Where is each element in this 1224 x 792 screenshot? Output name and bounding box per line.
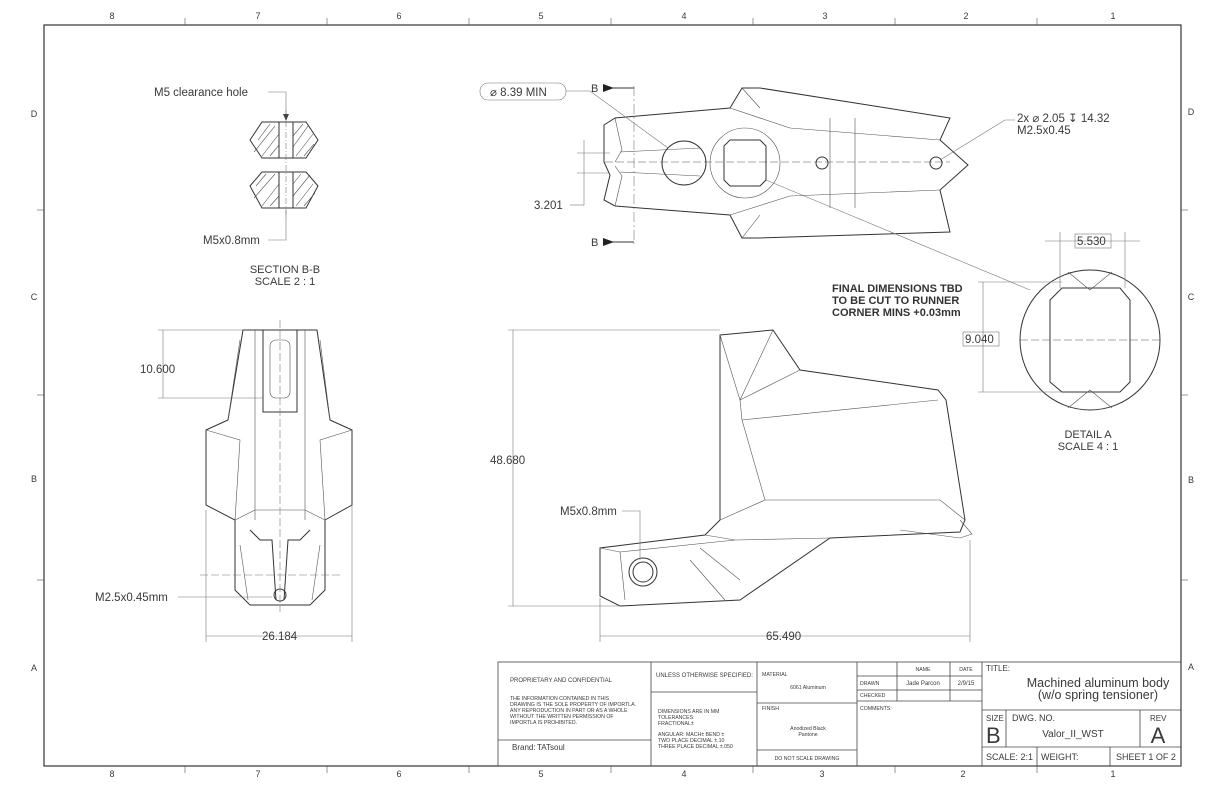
zone-col-7-top: 7 — [255, 11, 260, 21]
hole-callout-line2: M2.5x0.45 — [1017, 125, 1071, 137]
dwg-no-label: DWG. NO. — [1012, 713, 1055, 723]
zone-col-5-top: 5 — [538, 11, 543, 21]
zone-col-3-top: 3 — [822, 11, 827, 21]
drawn-date: 2/9/15 — [958, 681, 975, 687]
zone-row-a-left: A — [31, 663, 37, 673]
detail-view-a: 5.530 9.040 DETAIL A SCALE 4 : 1 — [962, 232, 1161, 453]
finish-value-1: Anodized Black — [790, 726, 826, 732]
note-line3: CORNER MINS +0.03mm — [832, 307, 961, 319]
brand-label: Brand: — [512, 743, 536, 752]
zone-col-3-bottom: 3 — [819, 769, 824, 779]
rev-value: A — [1151, 723, 1166, 748]
finish-value-2: Pantone — [798, 732, 817, 738]
note-line2: TO BE CUT TO RUNNER — [832, 295, 959, 307]
detail-scale: SCALE 4 : 1 — [1058, 441, 1119, 453]
scale-text: SCALE: 2:1 — [986, 752, 1033, 762]
section-title: SECTION B-B — [250, 264, 320, 276]
sheet-text: SHEET 1 OF 2 — [1116, 752, 1176, 762]
side-view: 48.680 M5x0.8mm 65.490 — [490, 329, 973, 643]
zone-row-d-left: D — [31, 109, 38, 119]
zone-col-1-top: 1 — [1110, 11, 1115, 21]
weight-text: WEIGHT: — [1041, 752, 1079, 762]
zone-col-2-top: 2 — [963, 11, 968, 21]
section-mark-top: B — [591, 83, 598, 95]
zone-col-2-bottom: 2 — [960, 769, 965, 779]
tolerance-line-2: TOLERANCES: — [658, 715, 695, 721]
date-header: DATE — [959, 667, 973, 673]
material-label: MATERIAL — [762, 672, 788, 678]
dim-26184: 26.184 — [262, 631, 298, 643]
part-title-line2: (w/o spring tensioner) — [1038, 688, 1158, 702]
tolerance-line-3: FRACTIONAL± — [658, 721, 694, 727]
proprietary-text-2: DRAWING IS THE SOLE PROPERTY OF IMPORTLA… — [510, 702, 636, 708]
drawn-name: Jade Parcon — [906, 681, 940, 687]
name-header: NAME — [916, 667, 932, 673]
proprietary-text-3: ANY REPRODUCTION IN PART OR AS A WHOLE — [510, 708, 628, 714]
part-title-line1: Machined aluminum body — [1027, 676, 1170, 690]
unless-specified: UNLESS OTHERWISE SPECIFIED: — [656, 673, 753, 679]
front-view: 10.600 M2.5x0.45mm 26.184 — [95, 320, 353, 643]
zone-col-1-bottom: 1 — [1110, 769, 1115, 779]
proprietary-title: PROPRIETARY AND CONFIDENTIAL — [510, 678, 613, 684]
zone-row-b-right: B — [1188, 475, 1194, 485]
zone-col-4-top: 4 — [681, 11, 686, 21]
zone-col-6-top: 6 — [396, 11, 401, 21]
section-thread-callout: M5x0.8mm — [203, 235, 260, 247]
dim-10600: 10.600 — [140, 364, 175, 376]
section-scale: SCALE 2 : 1 — [255, 276, 316, 288]
rev-label: REV — [1150, 714, 1167, 723]
hole-callout-line1: 2x ⌀ 2.05 ↧ 14.32 — [1017, 113, 1110, 125]
section-mark-bottom: B — [591, 237, 598, 249]
proprietary-text-5: IMPORTLA IS PROHIBITED. — [510, 720, 577, 726]
dwg-no-value: Valor_II_WST — [1042, 729, 1104, 740]
zone-col-8-bottom: 8 — [109, 769, 114, 779]
detail-title: DETAIL A — [1064, 429, 1112, 441]
zone-col-7-bottom: 7 — [255, 769, 260, 779]
comments-label: COMMENTS: — [860, 706, 892, 712]
dim-48680: 48.680 — [490, 455, 525, 467]
material-value: 6061 Aluminum — [790, 685, 826, 691]
tolerance-line-1: DIMENSIONS ARE IN MM — [658, 709, 719, 715]
diameter-callout: ⌀ 8.39 MIN — [490, 87, 547, 99]
zone-row-c-right: C — [1188, 292, 1195, 302]
checked-label: CHECKED — [860, 693, 886, 699]
side-thread-callout: M5x0.8mm — [560, 506, 617, 518]
title-label: TITLE: — [986, 664, 1010, 673]
tolerance-line-4: ANGULAR: MACH± BEND ± — [658, 732, 724, 738]
dim-9040: 9.040 — [965, 334, 994, 346]
note-line1: FINAL DIMENSIONS TBD — [832, 283, 963, 295]
dim-5530: 5.530 — [1077, 236, 1106, 248]
section-hole-callout: M5 clearance hole — [154, 87, 248, 99]
dim-3201: 3.201 — [534, 200, 563, 212]
drawn-label: DRAWN — [860, 681, 880, 687]
finish-label: FINISH — [762, 706, 779, 712]
zone-col-8-top: 8 — [109, 11, 114, 21]
zone-col-6-bottom: 6 — [396, 769, 401, 779]
zone-row-d-right: D — [1188, 107, 1195, 117]
tolerance-line-5: TWO PLACE DECIMAL ±.10 — [658, 738, 724, 744]
zone-row-b-left: B — [31, 474, 37, 484]
front-thread-callout: M2.5x0.45mm — [95, 592, 168, 604]
proprietary-text-1: THE INFORMATION CONTAINED IN THIS — [510, 696, 610, 702]
do-not-scale: DO NOT SCALE DRAWING — [775, 756, 840, 762]
zone-col-4-bottom: 4 — [681, 769, 686, 779]
dim-65490: 65.490 — [766, 631, 801, 643]
tolerance-line-6: THREE PLACE DECIMAL ±.050 — [658, 744, 733, 750]
top-view: B B ⌀ 8.39 MIN 3.201 2x ⌀ 2.05 ↧ 14.32 M… — [479, 82, 1110, 291]
section-view-b-b: M5 clearance hole M5x0.8mm SECTION B-B S… — [154, 87, 320, 288]
zone-col-5-bottom: 5 — [538, 769, 543, 779]
brand-value: TATsoul — [537, 743, 565, 752]
proprietary-text-4: WITHOUT THE WRITTEN PERMISSION OF — [510, 714, 614, 720]
size-label: SIZE — [986, 714, 1004, 723]
zone-row-a-right: A — [1188, 662, 1194, 672]
title-block: PROPRIETARY AND CONFIDENTIAL THE INFORMA… — [497, 661, 1182, 767]
size-value: B — [986, 723, 1001, 748]
zone-row-c-left: C — [31, 292, 38, 302]
